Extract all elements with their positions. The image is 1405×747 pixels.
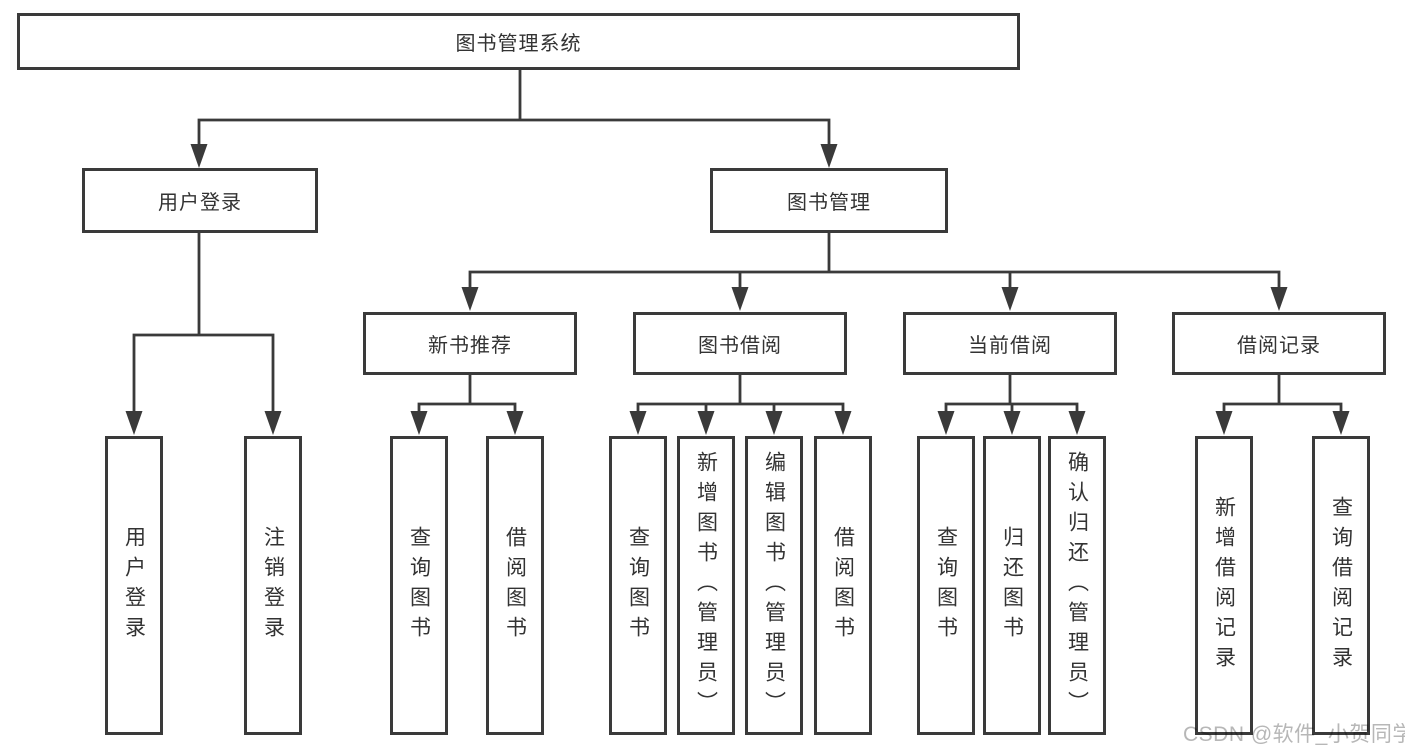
node-book-management: 图书管理 (710, 168, 948, 233)
leaf-label: 归还图书 (1000, 525, 1024, 646)
node-book-borrowing: 图书借阅 (633, 312, 847, 375)
leaf-add-borrow-record: 新增借阅记录 (1195, 436, 1253, 735)
leaf-label: 用户登录 (122, 525, 146, 646)
node-root-library-system: 图书管理系统 (17, 13, 1020, 70)
leaf-label: 查询借阅记录 (1329, 495, 1353, 676)
arrow-icon (765, 411, 783, 435)
arrow-icon (1001, 287, 1019, 311)
node-label: 用户登录 (158, 192, 242, 214)
leaf-edit-books-admin: 编辑图书（管理员） (745, 436, 803, 735)
leaf-user-login: 用户登录 (105, 436, 163, 735)
arrow-icon (190, 144, 208, 168)
arrow-icon (506, 411, 524, 435)
leaf-label: 借阅图书 (503, 525, 527, 646)
leaf-search-books-recommend: 查询图书 (390, 436, 448, 735)
leaf-logout: 注销登录 (244, 436, 302, 735)
node-label: 图书借阅 (698, 335, 782, 357)
node-label: 借阅记录 (1237, 335, 1321, 357)
leaf-label: 查询图书 (934, 525, 958, 646)
arrow-icon (834, 411, 852, 435)
arrow-icon (410, 411, 428, 435)
arrow-icon (1003, 411, 1021, 435)
arrow-icon (1068, 411, 1086, 435)
arrow-icon (629, 411, 647, 435)
leaf-search-books-borrowing: 查询图书 (609, 436, 667, 735)
leaf-label: 新增图书（管理员） (694, 450, 718, 721)
arrow-heads (125, 144, 1350, 435)
node-label: 新书推荐 (428, 335, 512, 357)
leaf-return-books: 归还图书 (983, 436, 1041, 735)
node-current-borrowing: 当前借阅 (903, 312, 1117, 375)
node-borrowing-records: 借阅记录 (1172, 312, 1386, 375)
arrow-icon (1332, 411, 1350, 435)
leaf-add-books-admin: 新增图书（管理员） (677, 436, 735, 735)
leaf-label: 注销登录 (261, 525, 285, 646)
leaf-label: 查询图书 (626, 525, 650, 646)
node-label: 图书管理系统 (455, 33, 582, 55)
arrow-icon (697, 411, 715, 435)
arrow-icon (937, 411, 955, 435)
arrow-icon (264, 411, 282, 435)
arrow-icon (1270, 287, 1288, 311)
arrow-icon (731, 287, 749, 311)
node-label: 当前借阅 (968, 335, 1052, 357)
arrow-icon (820, 144, 838, 168)
leaf-borrow-books-recommend: 借阅图书 (486, 436, 544, 735)
leaf-label: 确认归还（管理员） (1065, 450, 1089, 721)
leaf-search-borrow-record: 查询借阅记录 (1312, 436, 1370, 735)
leaf-label: 编辑图书（管理员） (762, 450, 786, 721)
arrow-icon (461, 287, 479, 311)
leaf-search-books-current: 查询图书 (917, 436, 975, 735)
node-new-book-recommendation: 新书推荐 (363, 312, 577, 375)
arrow-icon (125, 411, 143, 435)
leaf-label: 查询图书 (407, 525, 431, 646)
leaf-label: 新增借阅记录 (1212, 495, 1236, 676)
arrow-icon (1215, 411, 1233, 435)
csdn-watermark: CSDN @软件_小贺同学 (1183, 723, 1405, 746)
node-user-login: 用户登录 (82, 168, 318, 233)
leaf-borrow-books-borrowing: 借阅图书 (814, 436, 872, 735)
leaf-label: 借阅图书 (831, 525, 855, 646)
leaf-confirm-return-admin: 确认归还（管理员） (1048, 436, 1106, 735)
node-label: 图书管理 (787, 192, 871, 214)
